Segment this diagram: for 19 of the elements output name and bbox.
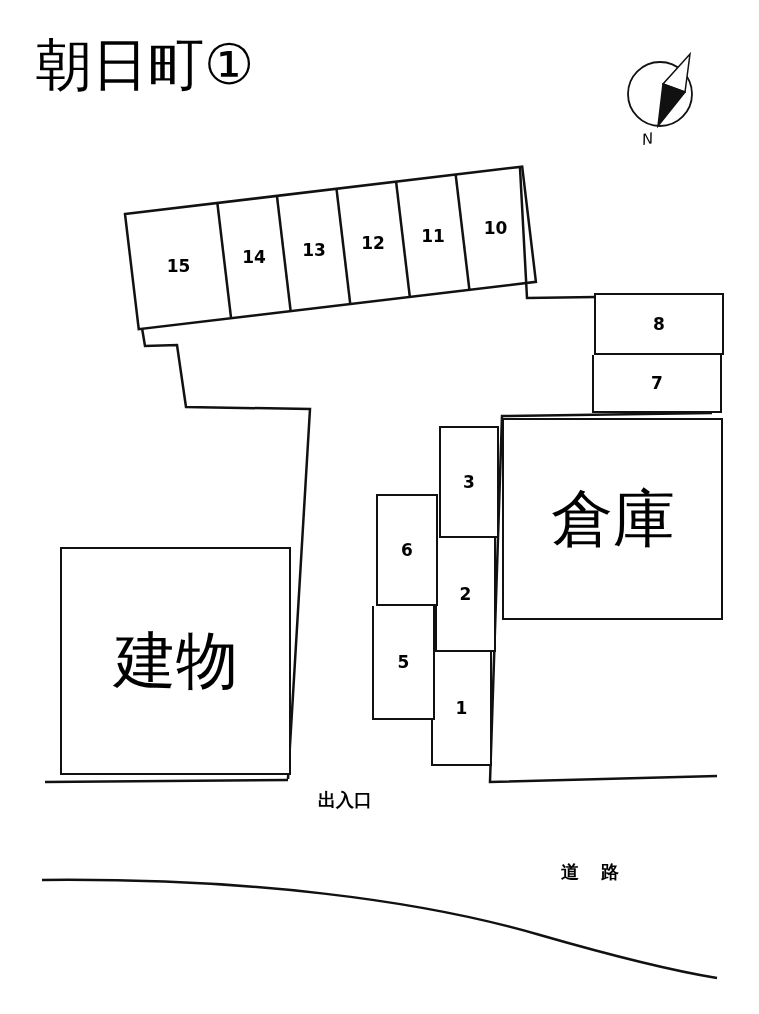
building-box: 建物 (60, 547, 291, 775)
parking-space: 15 (143, 228, 214, 304)
parking-space: 10 (473, 190, 518, 266)
parking-space: 3 (439, 426, 499, 538)
parking-space: 12 (354, 205, 392, 281)
parking-space: 8 (594, 293, 724, 355)
parking-space: 14 (235, 219, 273, 295)
entrance-label: 出入口 (318, 788, 372, 812)
parking-space: 6 (376, 494, 438, 606)
road-label: 道 路 (561, 860, 628, 884)
parking-space: 2 (435, 538, 496, 652)
parking-space: 11 (414, 198, 452, 274)
parking-space: 5 (372, 606, 435, 720)
compass-north-label: N (640, 129, 655, 149)
parking-space: 1 (431, 652, 492, 766)
parking-space: 7 (592, 355, 722, 413)
title: 朝日町① (36, 31, 255, 99)
building-box: 倉庫 (502, 418, 723, 620)
parking-space: 13 (295, 212, 333, 288)
